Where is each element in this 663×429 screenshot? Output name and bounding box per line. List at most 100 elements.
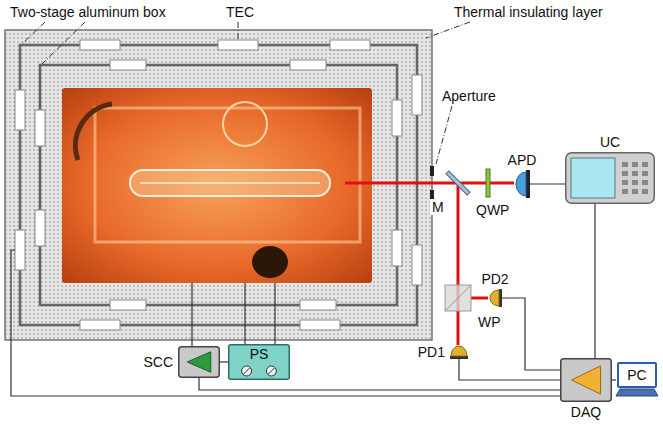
pd1-icon [450,345,468,359]
laser-beam [457,183,460,345]
keypad-key [622,189,628,194]
tec-blocks [15,40,422,330]
power-supply: PS [228,344,290,380]
quarter-wave-plate [486,169,490,197]
leader-line [426,22,470,38]
wire [11,250,560,396]
laser-component [252,246,288,278]
device-body [229,345,290,380]
signal-wire [220,361,228,362]
laser-bore [140,182,320,184]
wire [274,283,275,344]
tec-block [392,230,402,266]
knob-mark [244,368,250,374]
device-label: UC [600,134,620,150]
aluminum-box-inner [40,65,397,305]
tec-block [300,320,340,330]
leader-line [42,22,85,64]
pd2-icon [488,289,502,307]
keypad-key [642,189,648,194]
laptop: PC [616,362,658,398]
part-label: M [430,199,446,215]
apd-icon [514,170,530,198]
device-label: PD2 [481,271,508,287]
keypad-key [622,180,628,185]
detector-dome [451,346,467,356]
keypad-key [632,162,638,167]
keypad-key [632,189,638,194]
tec-block [15,230,25,270]
laser-photo [62,88,372,283]
tec-block [110,60,146,70]
insulating-layer [5,30,432,340]
tec-block [15,90,25,130]
tec-block [392,100,402,136]
detector-base [526,170,530,198]
device-label: PD1 [418,344,445,360]
uc-icon [565,152,655,204]
laptop-base [616,389,658,396]
daq-box: DAQ [560,358,612,402]
detector-dome [490,290,499,306]
device-label: SCC [143,354,173,370]
photodetector: APD [514,170,530,198]
laser-mount [75,104,112,160]
tec-block [80,40,120,50]
keypad-key [642,171,648,176]
knob-mark [268,368,274,374]
tec-block [35,210,45,246]
part-label: QWP [474,202,511,218]
aluminum-box-outer [20,45,417,325]
wollaston-prism [445,285,471,311]
tec-block [412,75,422,115]
counter-device: UC [565,152,655,204]
keypad-key [632,171,638,176]
device-label: PS [250,346,269,362]
scc-icon [178,346,220,378]
tec-block [35,110,45,146]
amplifier-symbol [187,352,211,372]
laptop-screen [618,363,656,387]
device-label: APD [508,152,537,168]
laser-frame [95,108,360,242]
wire [244,283,245,344]
part-label: Thermal insulating layer [452,4,605,20]
photodetector: PD2 [488,289,502,307]
tec-block [300,300,336,310]
signal-wire [530,183,565,184]
keypad-key [632,180,638,185]
knob [266,366,276,376]
prism-diagonal [445,285,471,311]
aperture-blade [430,166,434,176]
signal-wire [612,379,616,380]
device-body [179,347,220,378]
tec-block [290,60,326,70]
device-body [566,153,655,204]
signal-wire [594,204,595,358]
device-label: PC [627,367,646,383]
mirror [446,171,470,195]
keypad-key [622,171,628,176]
controller-box: SCC [178,346,220,378]
tec-block [218,40,258,50]
keypad-key [642,162,648,167]
keypad-key [622,162,628,167]
device-body [561,359,612,402]
signal-wire [502,298,560,370]
laser-beam [471,297,488,300]
tec-block [110,300,146,310]
signal-wire [459,359,560,380]
daq-icon [560,358,612,402]
detector-dome [516,172,526,196]
tec-block [80,320,120,330]
amplifier-symbol [571,366,600,394]
leader-line [22,22,45,44]
leader-line [238,22,239,39]
laser-optic [223,102,267,146]
part-label: WP [476,314,503,330]
device-screen [571,158,615,198]
tec-block [330,40,370,50]
part-label: Aperture [440,88,498,104]
device-label: DAQ [571,404,601,420]
